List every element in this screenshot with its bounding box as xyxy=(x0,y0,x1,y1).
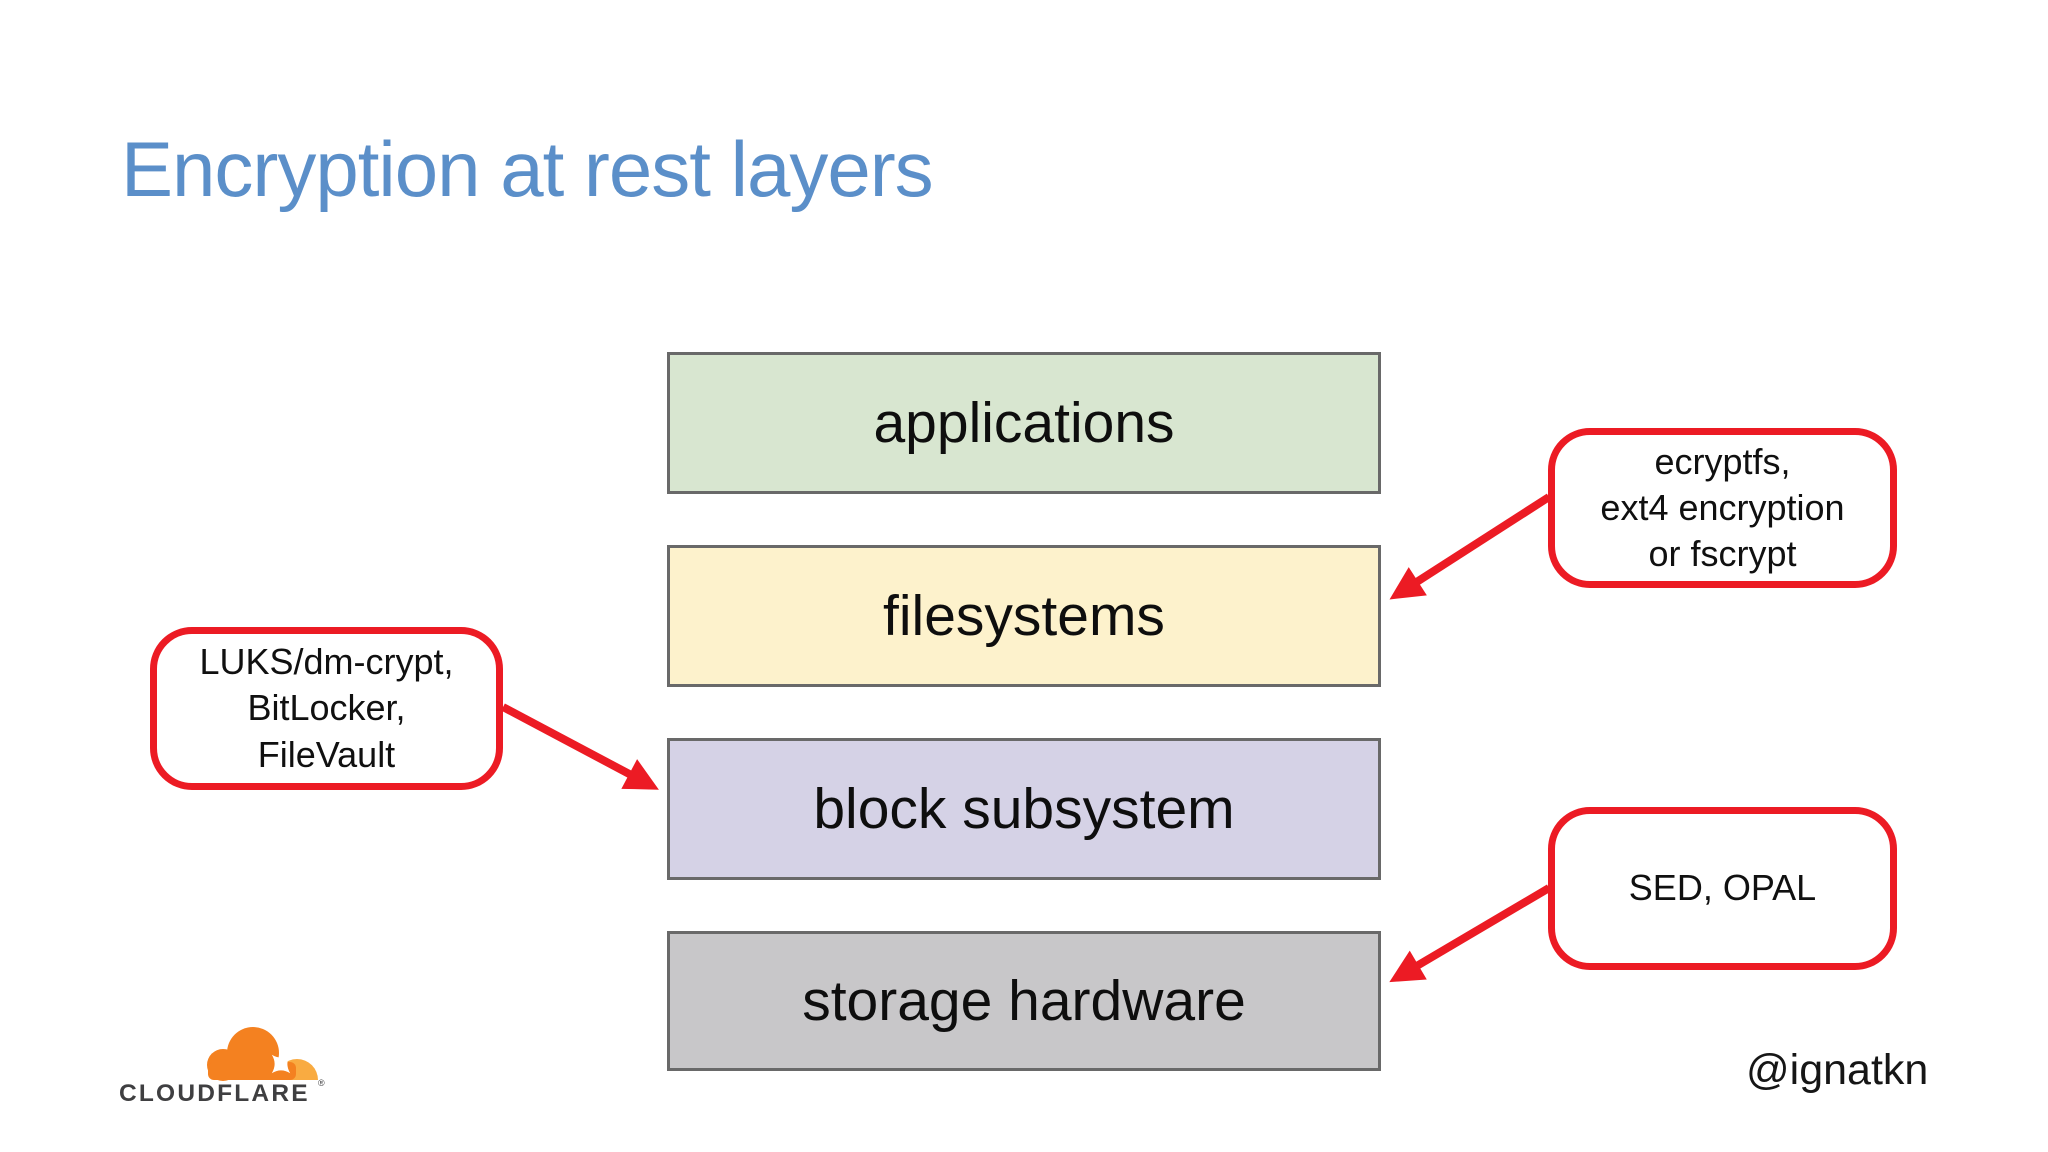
callout-line: or fscrypt xyxy=(1648,533,1797,575)
layer-box-block-subsystem: block subsystem xyxy=(667,738,1381,880)
cloudflare-cloud-icon xyxy=(207,1027,318,1081)
arrow-to-filesystems xyxy=(1389,493,1552,600)
callout-line: ext4 encryption xyxy=(1600,486,1845,528)
layer-box-storage-hardware: storage hardware xyxy=(667,931,1381,1071)
layer-label-block-subsystem: block subsystem xyxy=(813,777,1235,841)
layer-box-applications: applications xyxy=(667,352,1381,494)
callout-line: BitLocker, xyxy=(247,687,406,729)
callout-hardware-encryption: SED, OPAL xyxy=(1548,807,1897,970)
callout-block-encryption: LUKS/dm-crypt, BitLocker, FileVault xyxy=(150,627,503,790)
layer-label-applications: applications xyxy=(873,391,1175,455)
author-handle: @ignatkn xyxy=(1746,1046,1929,1094)
callout-line: ecryptfs, xyxy=(1654,440,1791,482)
cloudflare-wordmark: CLOUDFLARE xyxy=(119,1080,310,1107)
callout-filesystem-encryption: ecryptfs, ext4 encryption or fscrypt xyxy=(1548,428,1897,588)
callout-line: LUKS/dm-crypt, xyxy=(199,641,454,683)
cloudflare-logo: CLOUDFLARE ® xyxy=(119,1027,325,1107)
page-title: Encryption at rest layers xyxy=(121,125,934,213)
layer-label-filesystems: filesystems xyxy=(883,584,1165,648)
arrow-to-storage-hardware xyxy=(1389,884,1552,983)
layer-box-filesystems: filesystems xyxy=(667,545,1381,687)
registered-trademark-symbol: ® xyxy=(318,1078,325,1088)
arrow-to-block-subsystem xyxy=(501,703,659,790)
layer-label-storage-hardware: storage hardware xyxy=(802,969,1246,1033)
callout-line: FileVault xyxy=(257,733,396,775)
callout-line: SED, OPAL xyxy=(1628,867,1817,909)
